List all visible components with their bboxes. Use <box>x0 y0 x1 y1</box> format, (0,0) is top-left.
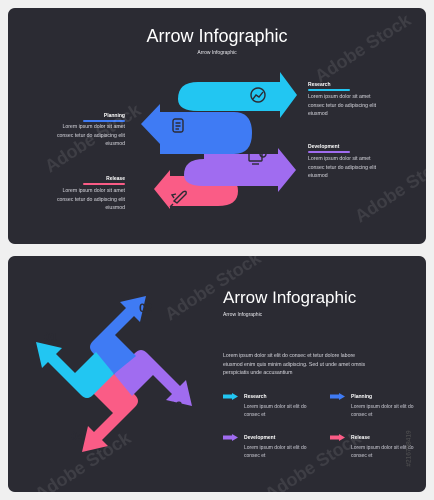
research-arrow <box>178 72 297 118</box>
planning-legend-arrow <box>330 393 345 400</box>
research-rule <box>308 89 350 91</box>
development-legend-text: Lorem ipsum dolor sit elit do consec et <box>244 445 307 459</box>
release-label: Release <box>106 176 125 182</box>
stock-id-text: #216798419 <box>405 430 413 467</box>
planning-pinwheel-arrow <box>90 296 146 374</box>
arrow-stack-figure <box>141 72 297 209</box>
planning-legend-text: Lorem ipsum dolor sit elit do consec et <box>351 404 414 418</box>
development-arrow <box>184 148 296 192</box>
top-subtitle: Arrow Infographic <box>197 50 237 56</box>
research-text: Lorem ipsum dolor sit amet consec tetur … <box>308 94 377 117</box>
chart-line-icon <box>250 87 266 103</box>
development-rule <box>308 151 350 153</box>
research-label: Research <box>308 82 331 88</box>
rocket-icon <box>169 190 187 208</box>
pinwheel-figure <box>36 296 192 452</box>
release-rule <box>83 183 125 185</box>
pinwheel-number-03: 03 <box>169 399 183 413</box>
development-legend-arrow <box>223 434 238 441</box>
release-legend-arrow <box>330 434 345 441</box>
research-pinwheel-arrow <box>36 342 114 398</box>
top-infographic-card: Arrow Infographic Arrow Infographic <box>8 8 426 244</box>
development-pinwheel-arrow <box>114 350 192 406</box>
development-text: Lorem ipsum dolor sit amet consec tetur … <box>308 156 377 179</box>
bottom-subtitle: Arrow Infographic <box>223 312 263 318</box>
research-legend-text: Lorem ipsum dolor sit elit do consec et <box>244 404 307 418</box>
release-legend-label: Release <box>351 435 370 441</box>
release-pinwheel-arrow <box>82 374 138 452</box>
monitor-gear-icon <box>248 150 267 165</box>
planning-text: Lorem ipsum dolor sit amet consec tetur … <box>56 124 125 147</box>
stock-id: #216798419 <box>406 400 434 500</box>
development-legend-label: Development <box>244 435 276 441</box>
planning-legend-label: Planning <box>351 394 373 400</box>
planning-label: Planning <box>103 113 125 119</box>
development-label: Development <box>308 144 340 150</box>
pinwheel-number-01: 01 <box>44 330 58 344</box>
document-icon <box>172 118 184 133</box>
bottom-infographic-card: 01 02 03 04 Arrow Infographic Arrow Info… <box>8 256 426 492</box>
pinwheel-number-02: 02 <box>139 301 153 315</box>
planning-arrow <box>141 104 252 154</box>
release-text: Lorem ipsum dolor sit amet consec tetur … <box>56 188 125 211</box>
pinwheel-number-04: 04 <box>71 429 85 443</box>
release-legend-text: Lorem ipsum dolor sit elit do consec et <box>351 445 414 459</box>
research-legend-label: Research <box>244 394 267 400</box>
bottom-paragraph: Lorem ipsum dolor sit elit do consec et … <box>223 353 366 377</box>
research-legend-arrow <box>223 393 238 400</box>
bottom-title: Arrow Infographic <box>223 288 357 307</box>
top-title: Arrow Infographic <box>146 26 288 46</box>
planning-rule <box>83 120 125 122</box>
